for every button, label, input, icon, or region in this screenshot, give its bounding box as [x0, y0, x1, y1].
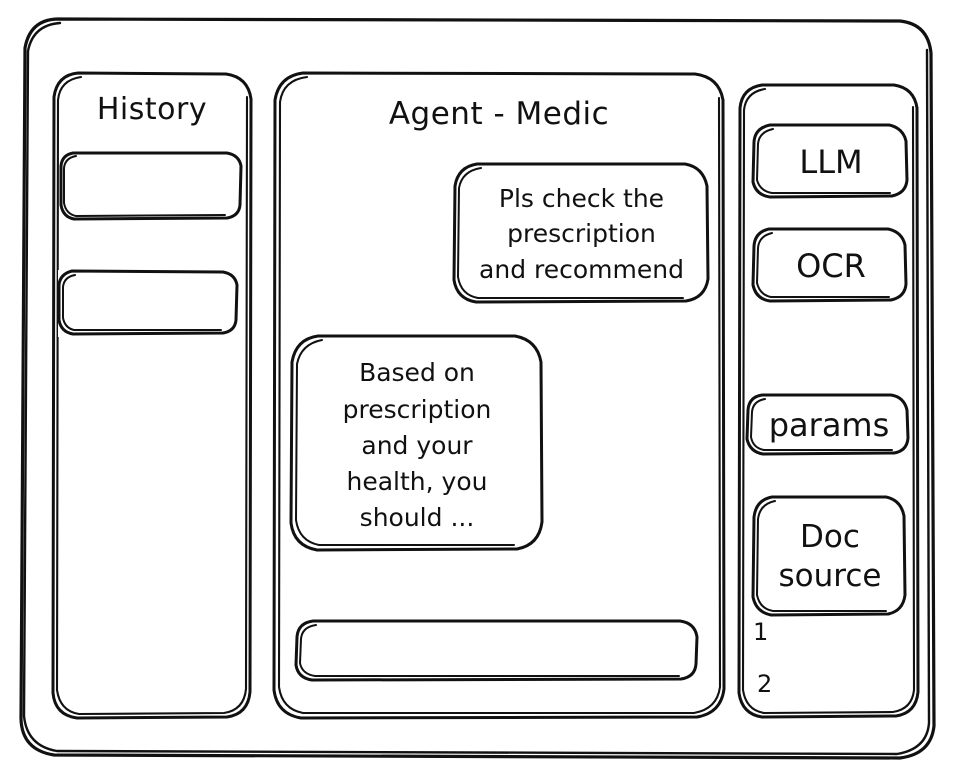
history-item[interactable] [59, 151, 245, 222]
chat-message-text: Based on prescription and your health, y… [342, 358, 492, 533]
tool-button-llm[interactable]: LLM [751, 123, 910, 200]
history-item[interactable] [57, 269, 241, 337]
history-item-border [57, 269, 241, 337]
chat-message-text: Pls check the prescription and recommend [479, 183, 684, 284]
chat-input[interactable] [294, 619, 700, 682]
chat-message-user: Pls check the prescription and recommend [452, 162, 710, 305]
tool-button-params[interactable]: params [745, 393, 912, 456]
history-title: History [96, 92, 208, 127]
tool-button-doc-source[interactable]: Doc source [751, 495, 908, 618]
history-item-border [59, 151, 245, 222]
chat-message-assistant: Based on prescription and your health, y… [289, 334, 544, 557]
tool-button-label: OCR [796, 247, 866, 285]
tool-button-label: Doc source [778, 519, 882, 594]
tool-button-label: LLM [799, 143, 863, 181]
agent-panel-title: Agent - Medic [388, 96, 610, 132]
tool-button-label: params [768, 406, 890, 444]
doc-source-item[interactable]: 2 [757, 670, 773, 698]
tool-button-ocr[interactable]: OCR [751, 227, 910, 304]
chat-input-border [294, 619, 700, 682]
doc-source-item[interactable]: 1 [753, 618, 769, 646]
